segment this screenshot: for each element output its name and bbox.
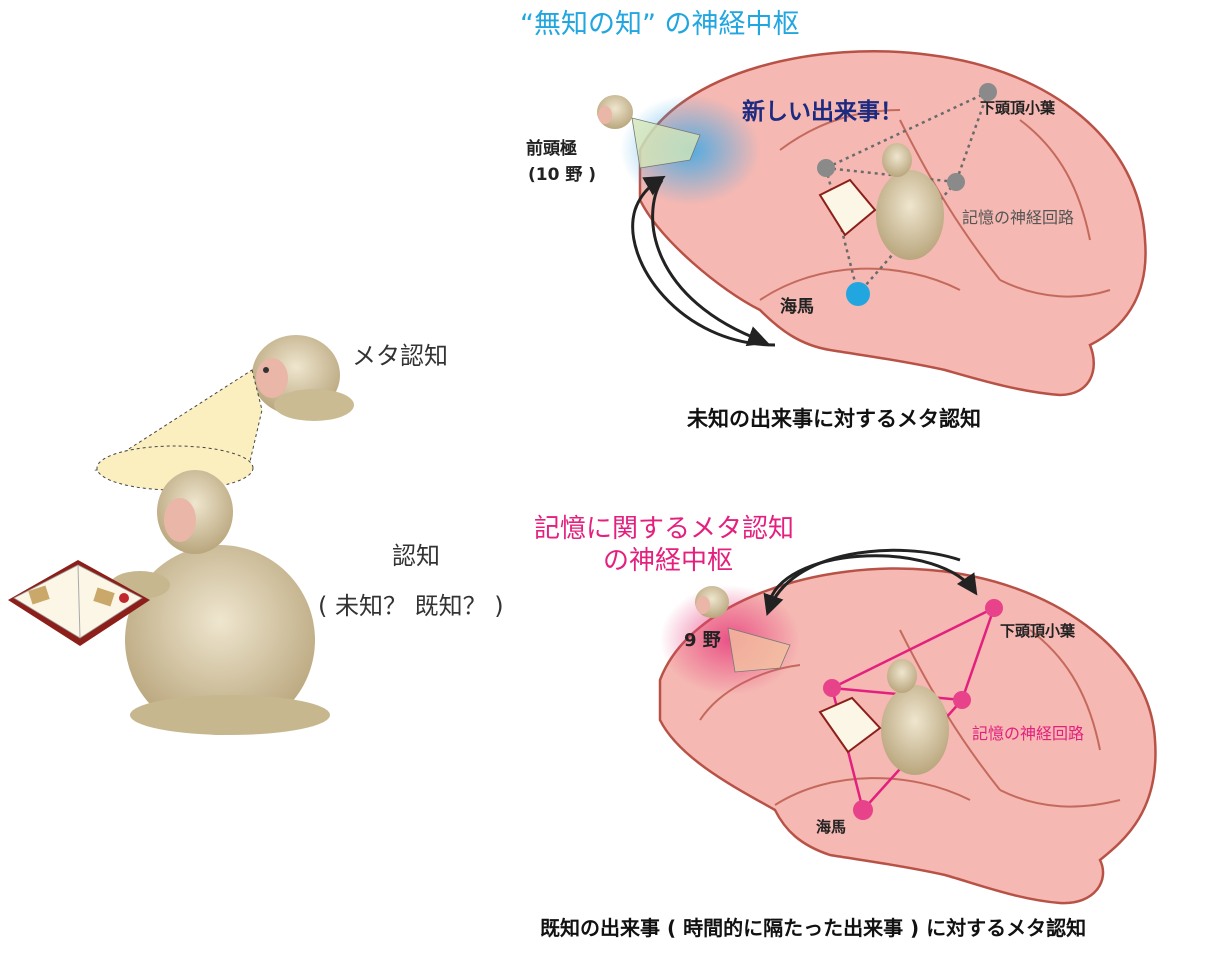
frontal-pole-label: 前頭極 bbox=[526, 134, 577, 159]
top-panel-caption: 未知の出来事に対するメタ認知 bbox=[687, 403, 981, 433]
bottom-node-right bbox=[953, 691, 971, 709]
new-event-label: 新しい出来事！ bbox=[742, 92, 903, 126]
observer-monkey-icon bbox=[252, 335, 354, 421]
top-node-left bbox=[817, 159, 835, 177]
left-panel bbox=[8, 335, 354, 735]
top-memory-circuit-label: 記憶の神経回路 bbox=[962, 204, 1074, 228]
cognition-label: 認知 bbox=[392, 536, 440, 571]
bottom-inferior-parietal-label: 下頭頂小葉 bbox=[1000, 620, 1075, 641]
top-observer-monkey-icon bbox=[597, 95, 633, 129]
top-node-right bbox=[947, 173, 965, 191]
cognition-sub-label: ( 未知？ 既知？ ) bbox=[318, 586, 504, 621]
bottom-hippocampus-node bbox=[853, 800, 873, 820]
bottom-ipl-node bbox=[985, 599, 1003, 617]
top-hippocampus-node bbox=[846, 282, 870, 306]
bottom-panel-title-line2: の神経中枢 bbox=[603, 540, 733, 577]
top-inferior-parietal-label: 下頭頂小葉 bbox=[980, 97, 1055, 118]
frontal-pole-area-label: (10 野 ) bbox=[528, 160, 596, 185]
top-panel-title: “無知の知” の神経中枢 bbox=[520, 2, 800, 41]
bottom-observer-monkey-icon bbox=[695, 586, 729, 618]
bottom-panel-caption: 既知の出来事 ( 時間的に隔たった出来事 ) に対するメタ認知 bbox=[540, 912, 1086, 941]
bottom-hippocampus-label: 海馬 bbox=[816, 816, 846, 837]
top-hippocampus-label: 海馬 bbox=[780, 292, 814, 317]
meta-cone-icon bbox=[96, 370, 262, 490]
area9-label: 9 野 bbox=[684, 626, 721, 652]
bottom-node-left bbox=[823, 679, 841, 697]
bottom-memory-circuit-label: 記憶の神経回路 bbox=[972, 720, 1084, 744]
meta-cognition-label: メタ認知 bbox=[352, 336, 448, 371]
